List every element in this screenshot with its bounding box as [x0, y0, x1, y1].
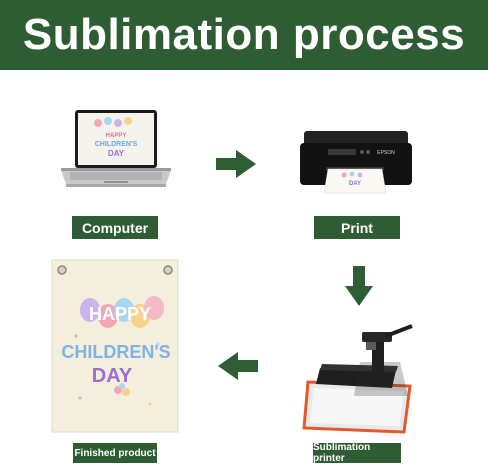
arrow-down-icon [345, 266, 373, 306]
svg-text:HAPPY: HAPPY [106, 133, 127, 139]
artwork-day-text: DAY [92, 365, 133, 387]
step-computer-label: Computer [72, 216, 158, 239]
step-sublimation-printer-label: Sublimation printer [313, 442, 401, 464]
heat-press-image [302, 324, 413, 434]
arrow-right-icon [216, 150, 256, 178]
printer-brand-label: EPSON [377, 150, 395, 156]
finished-product-image: HAPPY CHILDREN'S DAY [51, 259, 179, 433]
svg-text:DAY: DAY [108, 149, 125, 158]
step-finished-product-label: Finished product [73, 443, 157, 463]
artwork-happy-text: HAPPY [89, 304, 151, 324]
artwork-childrens-text: CHILDREN'S [61, 342, 170, 362]
step-print-label: Print [314, 216, 400, 239]
printer-image: EPSON DAY [300, 131, 412, 194]
svg-text:CHILDREN'S: CHILDREN'S [95, 141, 138, 148]
laptop-image: HAPPY CHILDREN'S DAY [61, 110, 171, 187]
page-title: Sublimation process [0, 0, 488, 70]
arrow-left-icon [218, 352, 258, 380]
svg-text:DAY: DAY [349, 181, 361, 187]
